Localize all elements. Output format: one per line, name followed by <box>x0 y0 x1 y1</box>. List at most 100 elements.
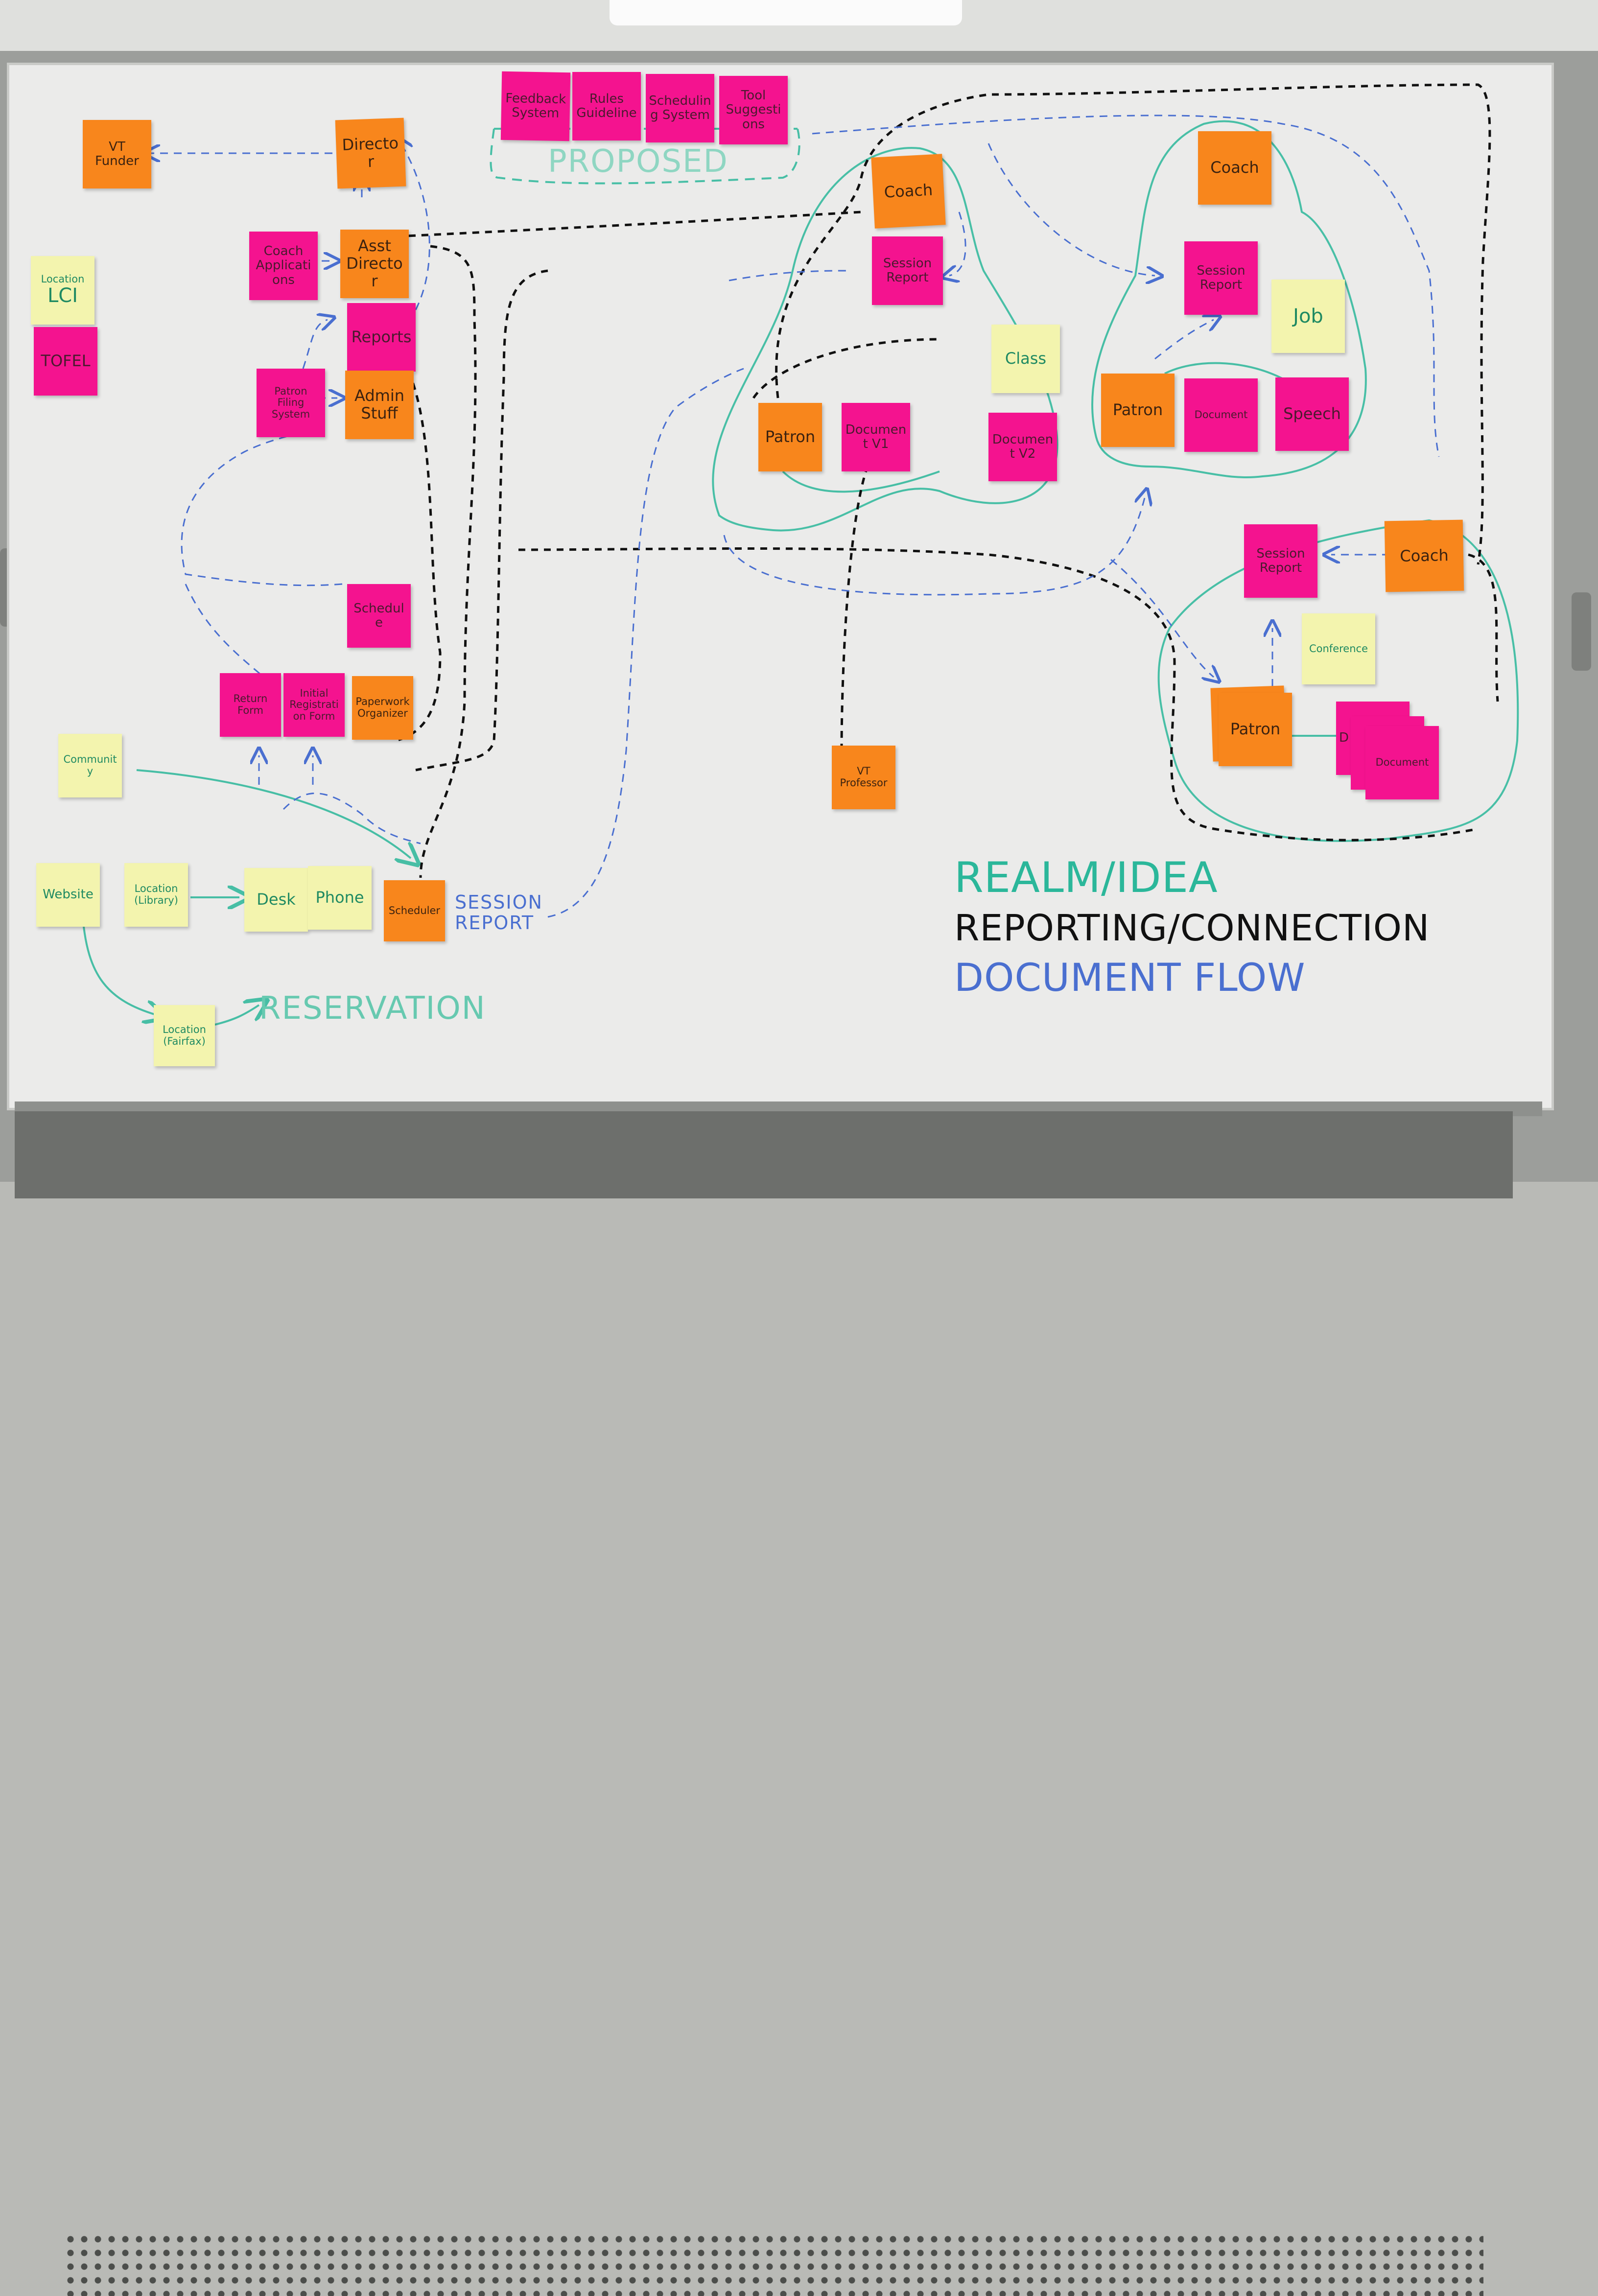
note-text: D <box>1339 730 1349 746</box>
location-lci-note: Location LCI <box>31 256 94 325</box>
coach-3-note: Coach <box>1384 519 1464 592</box>
reporting-top-loop <box>775 83 1491 565</box>
ceiling-light <box>610 0 962 25</box>
asst-director-note: Asst Director <box>340 230 409 298</box>
whiteboard: Feedback System Rules Guideline Scheduli… <box>7 63 1554 1110</box>
note-text: Location (Fairfax) <box>163 1023 206 1047</box>
note-text: Conference <box>1309 642 1368 655</box>
note-text: Location (Library) <box>134 883 178 906</box>
note-text: Session Report <box>883 256 932 285</box>
note-text: Director <box>342 134 399 171</box>
feedback-system-note: Feedback System <box>500 71 571 141</box>
session-report-1-note: Session Report <box>872 236 943 305</box>
realm-coach-1 <box>712 147 1058 532</box>
note-text: Document <box>1375 756 1429 769</box>
flow-coach2-report <box>987 143 1155 276</box>
vt-professor-note: VT Professor <box>832 746 895 809</box>
realm-coach-3 <box>1157 519 1519 842</box>
flow-coach1-report <box>949 211 966 276</box>
note-text: Community <box>63 753 117 777</box>
scheduling-system-note: Scheduling System <box>646 74 714 142</box>
return-form-note: Return Form <box>220 673 281 737</box>
website-note: Website <box>36 863 100 927</box>
reservation-label: RESERVATION <box>259 990 486 1027</box>
note-text: Schedule <box>353 601 404 630</box>
note-text: Desk <box>257 890 296 909</box>
flow-reports <box>302 320 328 369</box>
flow-return-form <box>185 584 264 678</box>
patron2-speech-link <box>1164 362 1283 379</box>
vent-grille <box>64 2232 1483 2296</box>
location-fairfax-note: Location (Fairfax) <box>154 1005 215 1066</box>
vt-funder-note: VT Funder <box>83 120 151 188</box>
schedule-note: Schedule <box>347 584 411 648</box>
reporting-class-link <box>752 338 940 399</box>
note-text: Scheduling System <box>649 93 711 122</box>
desk-note: Desk <box>244 868 308 932</box>
note-text: Scheduler <box>388 904 441 916</box>
note-text: Rules Guideline <box>576 91 637 120</box>
note-text: Coach <box>1210 158 1259 177</box>
ceiling <box>0 0 1598 59</box>
note-text: Initial Registration Form <box>289 687 339 722</box>
job-note: Job <box>1271 280 1345 353</box>
director-note: Director <box>335 117 406 189</box>
note-text: Patron Filing System <box>271 385 310 420</box>
reporting-lines <box>395 83 1499 878</box>
flow-schedule-loop <box>181 431 343 586</box>
connection-lines <box>82 83 1519 1026</box>
flow-session-report-patron <box>723 496 1145 596</box>
note-text: Patron <box>765 427 816 446</box>
speech-note: Speech <box>1275 377 1349 451</box>
note-text: TOFEL <box>41 351 91 371</box>
note-text: Return Form <box>233 693 268 716</box>
tool-suggestions-note: Tool Suggestions <box>719 76 788 144</box>
right-bracket <box>1572 592 1591 671</box>
coach-applications-note: Coach Applications <box>249 232 318 300</box>
document-v2-note: Document V2 <box>988 413 1057 481</box>
note-text: Document V1 <box>845 422 907 451</box>
patron1-doc-link <box>782 470 940 493</box>
class-note: Class <box>991 325 1060 393</box>
community-arrow <box>136 769 411 858</box>
note-text: Phone <box>315 888 364 907</box>
note-text: Patron <box>1112 400 1163 420</box>
document-3-note: Document <box>1365 726 1439 799</box>
note-text: Document <box>1194 409 1248 421</box>
patron-2-note: Patron <box>1101 374 1175 447</box>
flow-session-report <box>547 368 744 918</box>
document-v1-note: Document V1 <box>842 403 910 471</box>
patron-3-note: Patron <box>1219 693 1292 766</box>
note-text: Job <box>1293 305 1323 328</box>
coach-1-note: Coach <box>871 154 946 229</box>
reporting-middle-1 <box>419 245 477 878</box>
reporting-middle-2 <box>415 269 548 772</box>
reporting-asst-coach <box>396 211 862 238</box>
reporting-admin <box>395 348 442 742</box>
admin-stuff-note: Admin Stuff <box>345 371 414 439</box>
document-flow-lines <box>151 115 1440 918</box>
fairfax-reservation-arrow <box>214 1005 259 1026</box>
conference-note: Conference <box>1302 613 1375 684</box>
note-text: VT Professor <box>840 765 888 789</box>
cabinet-base <box>15 1111 1513 2296</box>
flow-admin-director <box>401 143 430 310</box>
rules-guideline-note: Rules Guideline <box>572 72 641 141</box>
community-note: Community <box>58 734 122 797</box>
note-text: Coach Applications <box>256 244 311 287</box>
note-text: Speech <box>1283 404 1341 423</box>
note-text: Admin Stuff <box>354 386 404 422</box>
note-text: Asst Director <box>346 236 403 290</box>
scheduler-note: Scheduler <box>384 880 445 941</box>
legend-reporting: REPORTING/CONNECTION <box>954 907 1430 949</box>
legend-realm: REALM/IDEA <box>954 853 1218 902</box>
proposed-label: PROPOSED <box>548 143 728 180</box>
note-text: Coach <box>883 180 934 202</box>
session-report-2-note: Session Report <box>1184 241 1258 315</box>
reports-note: Reports <box>347 303 416 372</box>
initial-registration-form-note: Initial Registration Form <box>283 673 345 737</box>
note-text: LCI <box>47 284 78 307</box>
note-text: Website <box>43 887 94 902</box>
legend-document: DOCUMENT FLOW <box>954 956 1306 1000</box>
location-library-note: Location (Library) <box>124 863 188 927</box>
